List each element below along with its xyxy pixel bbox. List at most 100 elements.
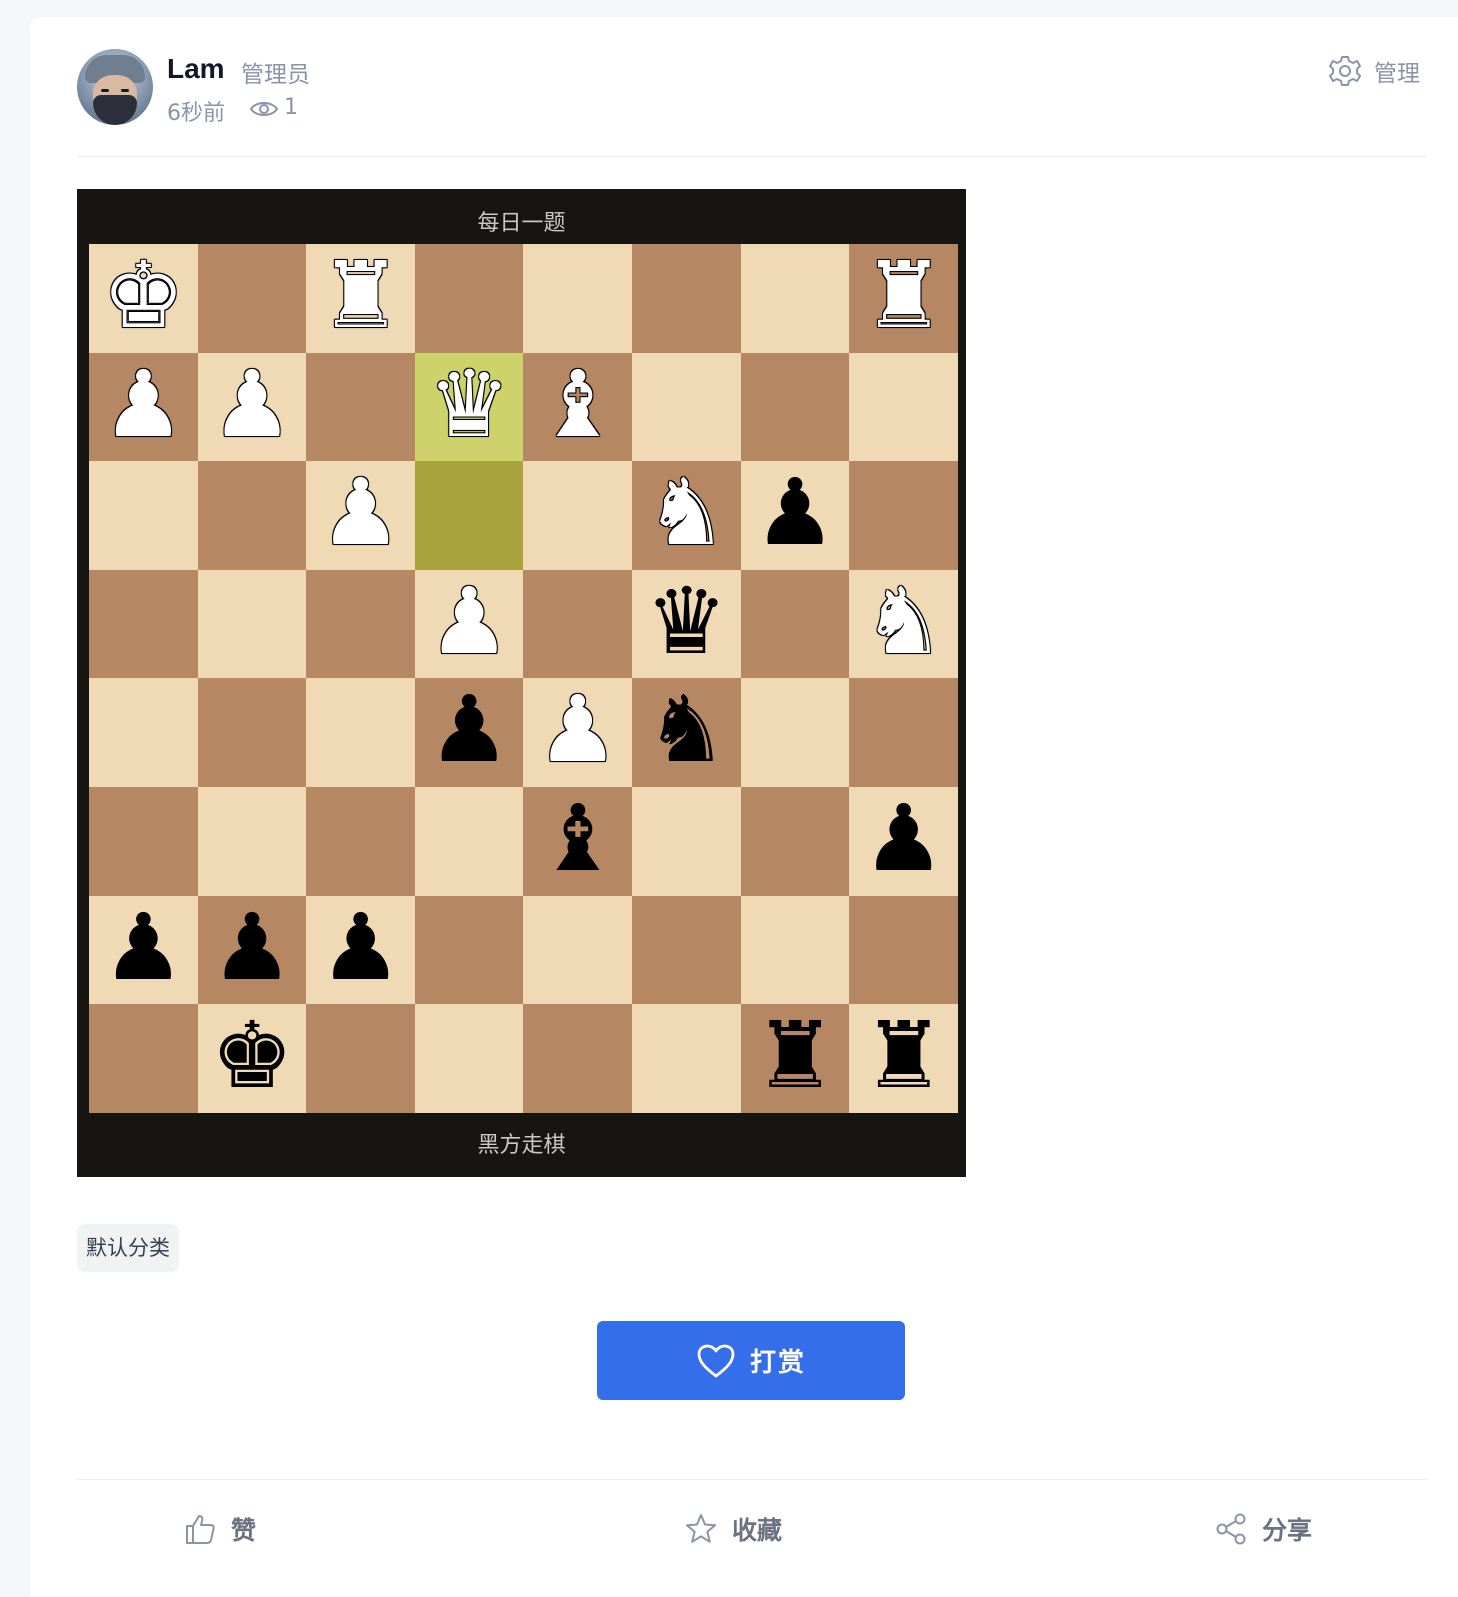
square-g6[interactable] bbox=[740, 461, 850, 571]
square-e5[interactable] bbox=[523, 569, 633, 679]
square-c2[interactable] bbox=[306, 895, 416, 1005]
square-c4[interactable] bbox=[306, 678, 416, 788]
square-h6[interactable] bbox=[849, 461, 959, 571]
share-button[interactable]: 分享 bbox=[1214, 1509, 1312, 1549]
reward-button[interactable]: 打赏 bbox=[597, 1321, 905, 1400]
black-pawn-icon[interactable]: ♟ bbox=[102, 893, 185, 1001]
black-pawn-icon[interactable]: ♟ bbox=[428, 676, 511, 784]
square-e3[interactable] bbox=[523, 787, 633, 896]
square-d7[interactable] bbox=[414, 352, 524, 462]
square-f2[interactable] bbox=[632, 895, 741, 1005]
square-b8[interactable] bbox=[197, 244, 307, 353]
black-bishop-icon[interactable]: ♝ bbox=[536, 785, 620, 892]
white-rook-icon[interactable]: ♜ bbox=[862, 242, 945, 349]
square-d2[interactable] bbox=[414, 895, 524, 1005]
square-d4[interactable] bbox=[414, 678, 524, 788]
square-d6[interactable] bbox=[414, 461, 524, 571]
square-b7[interactable] bbox=[197, 352, 307, 462]
square-c7[interactable] bbox=[306, 352, 416, 462]
square-h7[interactable] bbox=[849, 352, 959, 462]
white-queen-icon[interactable]: ♛ bbox=[428, 350, 511, 458]
black-king-icon[interactable]: ♚ bbox=[210, 1002, 294, 1110]
square-g4[interactable] bbox=[740, 678, 850, 788]
square-g7[interactable] bbox=[740, 352, 850, 462]
post-timestamp: 6秒前 bbox=[167, 101, 225, 126]
white-knight-icon[interactable]: ♞ bbox=[862, 567, 945, 675]
white-pawn-icon[interactable]: ♟ bbox=[102, 350, 185, 458]
square-a3[interactable] bbox=[89, 787, 198, 896]
square-a4[interactable] bbox=[89, 678, 198, 788]
square-h1[interactable] bbox=[849, 1004, 959, 1114]
square-a7[interactable] bbox=[89, 352, 198, 462]
square-d5[interactable] bbox=[414, 569, 524, 679]
black-pawn-icon[interactable]: ♟ bbox=[210, 893, 294, 1001]
square-a2[interactable] bbox=[89, 895, 198, 1005]
square-f6[interactable] bbox=[632, 461, 741, 571]
square-d3[interactable] bbox=[414, 787, 524, 896]
square-h3[interactable] bbox=[849, 787, 959, 896]
black-pawn-icon[interactable]: ♟ bbox=[862, 785, 945, 892]
author-name[interactable]: Lam bbox=[167, 53, 225, 84]
square-h5[interactable] bbox=[849, 569, 959, 679]
reward-label: 打赏 bbox=[749, 1348, 806, 1378]
square-h4[interactable] bbox=[849, 678, 959, 788]
square-g8[interactable] bbox=[740, 244, 850, 353]
square-c6[interactable] bbox=[306, 461, 416, 571]
square-f7[interactable] bbox=[632, 352, 741, 462]
square-c8[interactable] bbox=[306, 244, 416, 353]
square-e4[interactable] bbox=[523, 678, 633, 788]
white-knight-icon[interactable]: ♞ bbox=[645, 459, 728, 567]
square-g1[interactable] bbox=[740, 1004, 850, 1114]
square-e7[interactable] bbox=[523, 352, 633, 462]
manage-button[interactable]: 管理 bbox=[1328, 53, 1420, 89]
square-e8[interactable] bbox=[523, 244, 633, 353]
square-h2[interactable] bbox=[849, 895, 959, 1005]
square-f4[interactable] bbox=[632, 678, 741, 788]
square-d1[interactable] bbox=[414, 1004, 524, 1114]
square-d8[interactable] bbox=[414, 244, 524, 353]
square-b4[interactable] bbox=[197, 678, 307, 788]
black-queen-icon[interactable]: ♛ bbox=[645, 567, 728, 675]
black-rook-icon[interactable]: ♜ bbox=[862, 1002, 945, 1110]
square-a1[interactable] bbox=[89, 1004, 198, 1114]
white-pawn-icon[interactable]: ♟ bbox=[210, 350, 294, 458]
white-pawn-icon[interactable]: ♟ bbox=[319, 459, 402, 567]
square-b2[interactable] bbox=[197, 895, 307, 1005]
author-avatar[interactable] bbox=[77, 49, 153, 125]
square-f5[interactable] bbox=[632, 569, 741, 679]
black-rook-icon[interactable]: ♜ bbox=[753, 1002, 837, 1110]
white-pawn-icon[interactable]: ♟ bbox=[428, 567, 511, 675]
white-pawn-icon[interactable]: ♟ bbox=[536, 676, 620, 784]
square-e1[interactable] bbox=[523, 1004, 633, 1114]
black-pawn-icon[interactable]: ♟ bbox=[319, 893, 402, 1001]
square-b3[interactable] bbox=[197, 787, 307, 896]
favorite-button[interactable]: 收藏 bbox=[684, 1509, 782, 1549]
square-a5[interactable] bbox=[89, 569, 198, 679]
square-c3[interactable] bbox=[306, 787, 416, 896]
white-rook-icon[interactable]: ♜ bbox=[319, 242, 402, 349]
square-b6[interactable] bbox=[197, 461, 307, 571]
chess-board[interactable]: ♚♜♜♟♟♛♝♟♞♟♟♛♞♟♟♞♝♟♟♟♟♚♜♜ bbox=[89, 242, 959, 1114]
square-f3[interactable] bbox=[632, 787, 741, 896]
square-c5[interactable] bbox=[306, 569, 416, 679]
square-e6[interactable] bbox=[523, 461, 633, 571]
square-b5[interactable] bbox=[197, 569, 307, 679]
square-g2[interactable] bbox=[740, 895, 850, 1005]
square-f1[interactable] bbox=[632, 1004, 741, 1114]
white-king-icon[interactable]: ♚ bbox=[102, 242, 185, 349]
square-g5[interactable] bbox=[740, 569, 850, 679]
square-f8[interactable] bbox=[632, 244, 741, 353]
square-h8[interactable] bbox=[849, 244, 959, 353]
white-bishop-icon[interactable]: ♝ bbox=[536, 350, 620, 458]
square-c1[interactable] bbox=[306, 1004, 416, 1114]
square-e2[interactable] bbox=[523, 895, 633, 1005]
square-a8[interactable] bbox=[89, 244, 198, 353]
category-tag[interactable]: 默认分类 bbox=[77, 1224, 179, 1272]
like-button[interactable]: 赞 bbox=[183, 1509, 256, 1549]
author-role-badge: 管理员 bbox=[241, 62, 310, 88]
black-pawn-icon[interactable]: ♟ bbox=[753, 459, 837, 567]
square-a6[interactable] bbox=[89, 461, 198, 571]
square-b1[interactable] bbox=[197, 1004, 307, 1114]
square-g3[interactable] bbox=[740, 787, 850, 896]
black-knight-icon[interactable]: ♞ bbox=[645, 676, 728, 784]
